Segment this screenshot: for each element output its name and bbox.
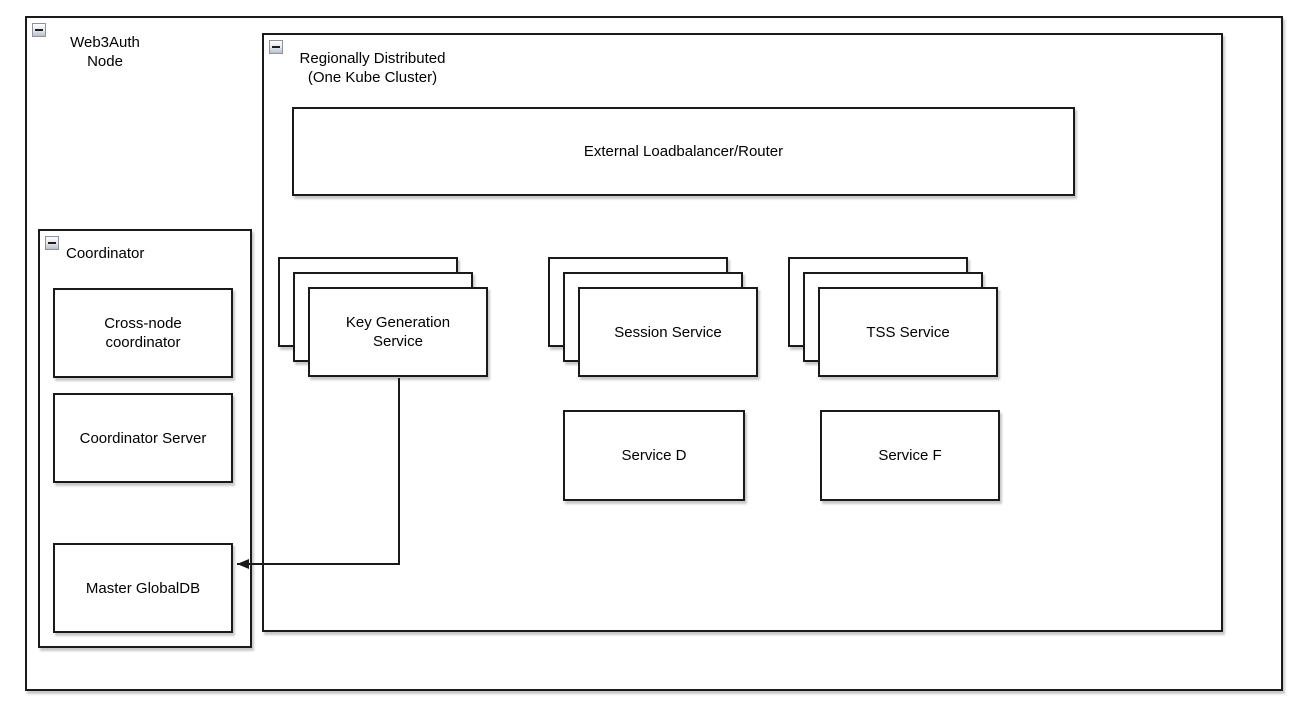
collapse-minus-icon[interactable]: [32, 23, 46, 37]
master-globaldb-node: Master GlobalDB: [53, 543, 233, 633]
coordinator-title: Coordinator: [66, 245, 145, 262]
session-service-stack: Session Service: [548, 257, 760, 379]
collapse-minus-icon[interactable]: [269, 40, 283, 54]
tss-service-stack: TSS Service: [788, 257, 1000, 379]
service-f-node: Service F: [820, 410, 1000, 501]
minus-glyph: [35, 29, 43, 31]
coordinator-server-node: Coordinator Server: [53, 393, 233, 483]
key-generation-service-label: Key Generation Service: [345, 314, 451, 350]
minus-glyph: [272, 46, 280, 48]
service-d-label: Service D: [621, 447, 687, 464]
tss-service-node: TSS Service: [818, 287, 998, 377]
service-d-node: Service D: [563, 410, 745, 501]
master-globaldb-label: Master GlobalDB: [85, 579, 201, 597]
web3auth-node-title: Web3Auth Node: [70, 34, 140, 70]
external-loadbalancer-node: External Loadbalancer/Router: [292, 107, 1075, 196]
key-generation-service-stack: Key Generation Service: [278, 257, 490, 379]
service-f-label: Service F: [878, 447, 942, 464]
session-service-label: Session Service: [614, 323, 722, 341]
regional-cluster-title: Regionally Distributed (One Kube Cluster…: [299, 50, 446, 86]
tss-service-label: TSS Service: [866, 323, 950, 341]
external-loadbalancer-label: External Loadbalancer/Router: [583, 143, 784, 160]
coordinator-server-label: Coordinator Server: [79, 429, 207, 447]
collapse-minus-icon[interactable]: [45, 236, 59, 250]
cross-node-coordinator-label: Cross-node coordinator: [104, 315, 182, 351]
minus-glyph: [48, 242, 56, 244]
cross-node-coordinator-node: Cross-node coordinator: [53, 288, 233, 378]
key-generation-service-node: Key Generation Service: [308, 287, 488, 377]
session-service-node: Session Service: [578, 287, 758, 377]
